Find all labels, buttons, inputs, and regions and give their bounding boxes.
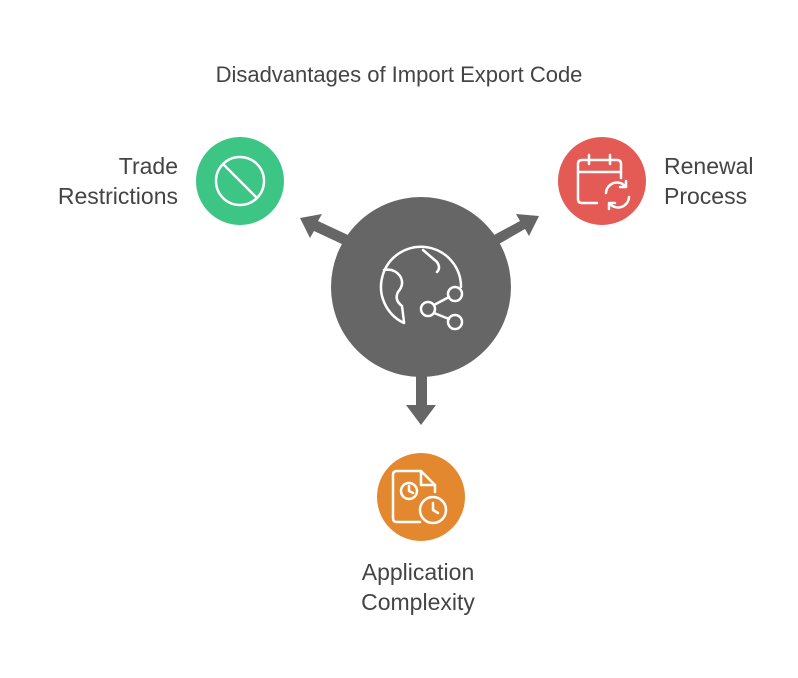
renewal-process-label: Renewal Process [664, 151, 784, 211]
application-complexity-label: Application Complexity [318, 557, 518, 617]
trade-restrictions-line2: Restrictions [57, 183, 178, 209]
arrow-to-application-complexity [406, 372, 436, 425]
trade-restrictions-line1: Trade [118, 153, 178, 179]
trade-restrictions-label: Trade Restrictions [46, 151, 178, 211]
application-complexity-line2: Complexity [361, 589, 475, 615]
arrow-to-trade-restrictions [300, 214, 348, 245]
application-complexity-line1: Application [361, 559, 475, 585]
prohibited-icon [214, 155, 266, 207]
renewal-process-line1: Renewal [664, 153, 754, 179]
renewal-process-line2: Process [664, 183, 748, 209]
center-hub [331, 197, 511, 377]
diagram-title: Disadvantages of Import Export Code [215, 62, 583, 87]
application-complexity-node [377, 453, 465, 541]
calendar-refresh-icon [576, 153, 631, 211]
renewal-process-node [558, 137, 646, 225]
document-clock-icon [391, 469, 448, 525]
arrow-to-renewal-process [494, 214, 539, 244]
globe-network-icon [379, 245, 464, 331]
